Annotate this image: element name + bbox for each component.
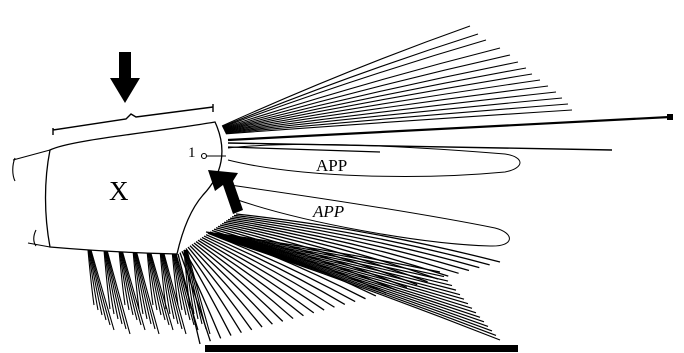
appendage-label-upper: APP xyxy=(316,157,347,174)
upper-fan-seta xyxy=(224,74,532,130)
scale-bar xyxy=(205,345,518,352)
appendage-label-lower: APP xyxy=(313,203,344,220)
upper-fan-seta xyxy=(223,48,500,128)
seta-pointer-arrow xyxy=(208,170,243,214)
upper-fan-seta xyxy=(226,104,568,133)
upper-fan-seta xyxy=(225,98,562,133)
upper-seta-fan xyxy=(222,26,572,134)
lower-seta-fan xyxy=(178,214,500,344)
top-pointer-arrow xyxy=(110,52,140,103)
appendage-upper xyxy=(228,144,520,176)
appendage-upper-outline xyxy=(228,144,520,176)
short-ventral-seta xyxy=(162,250,182,329)
segment-label: X xyxy=(109,178,129,205)
segment-body xyxy=(46,122,222,254)
segment-left-cuticle xyxy=(13,150,50,247)
long-seta-tip xyxy=(667,114,673,120)
seta-1-socket xyxy=(202,154,207,159)
seta-number-label: 1 xyxy=(188,146,196,161)
seta-over-appendage-b xyxy=(228,147,380,152)
